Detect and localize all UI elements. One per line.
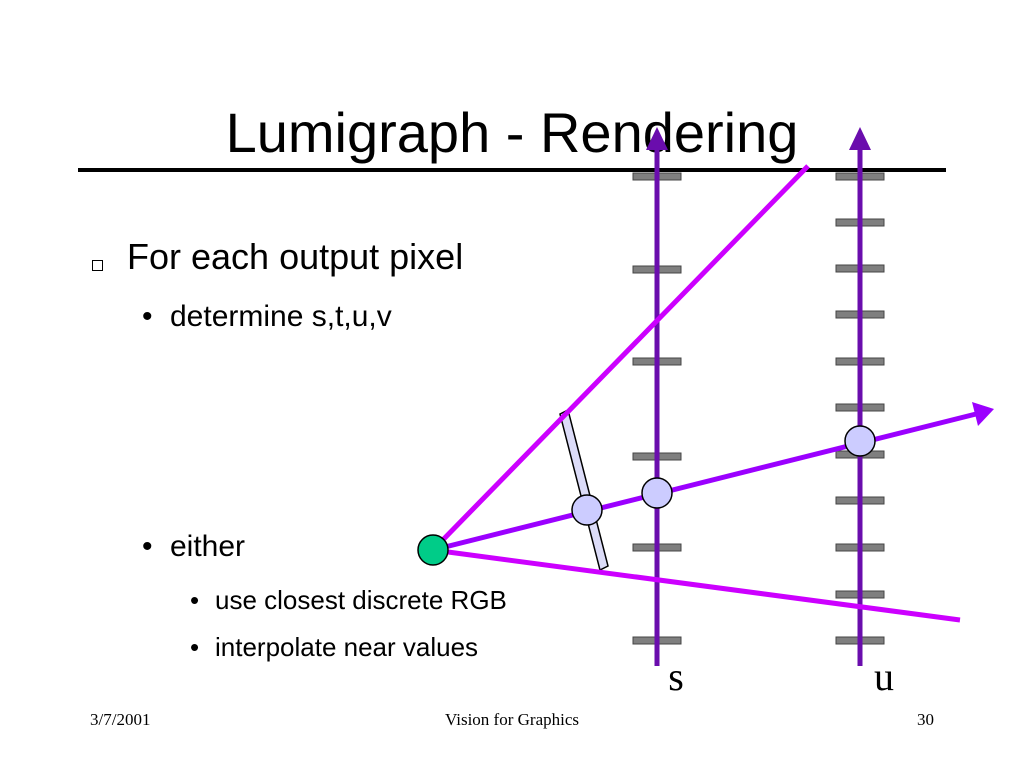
u-intersection-point bbox=[844, 425, 876, 457]
s-axis-label: s bbox=[668, 654, 684, 699]
eye-point bbox=[417, 534, 449, 566]
footer-date: 3/7/2001 bbox=[90, 710, 151, 729]
footer-page-number: 30 bbox=[917, 710, 934, 729]
pixel-intersection-point bbox=[571, 494, 603, 526]
s-axis-arrow-icon bbox=[646, 127, 668, 150]
image-plane bbox=[559, 408, 609, 572]
dot-bullet-icon: • bbox=[190, 632, 200, 662]
dot-bullet-icon: • bbox=[142, 530, 153, 563]
title-underline bbox=[78, 168, 946, 172]
footer-course: Vision for Graphics bbox=[444, 710, 579, 729]
slide-title: Lumigraph - Rendering bbox=[225, 101, 799, 164]
u-axis-arrow-icon bbox=[849, 127, 871, 150]
bullet-either: either bbox=[170, 530, 246, 563]
bullet-closest-rgb: use closest discrete RGB bbox=[215, 585, 507, 615]
u-axis-label: u bbox=[874, 654, 894, 699]
bullet-interpolate: interpolate near values bbox=[215, 632, 479, 662]
dot-bullet-icon: • bbox=[142, 300, 153, 333]
lower-ray bbox=[432, 547, 961, 623]
dot-bullet-icon: • bbox=[190, 585, 200, 615]
s-intersection-point bbox=[641, 477, 673, 509]
middle-ray bbox=[432, 411, 977, 553]
upper-ray bbox=[431, 164, 810, 552]
middle-ray-arrow-icon bbox=[972, 402, 994, 426]
bullet-determine-stuv: determine s,t,u,v bbox=[170, 300, 392, 333]
bullet-for-each-pixel: For each output pixel bbox=[127, 236, 464, 277]
square-bullet-icon bbox=[92, 260, 103, 271]
